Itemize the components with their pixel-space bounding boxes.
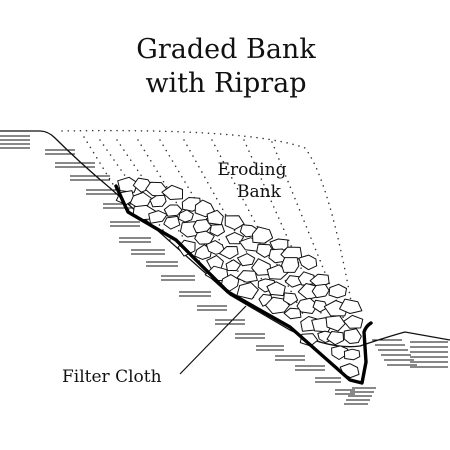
riprap-stone bbox=[218, 246, 239, 260]
riprap-stone bbox=[225, 231, 245, 245]
riprap-stone bbox=[148, 210, 168, 224]
riprap-stone bbox=[163, 215, 181, 230]
riprap-stone bbox=[297, 271, 315, 286]
riprap-stone bbox=[236, 282, 259, 300]
title-line-1: Graded Bank bbox=[136, 34, 316, 65]
riprap-stone bbox=[149, 194, 167, 208]
riprap-stone bbox=[343, 314, 364, 329]
riprap-stone bbox=[281, 257, 300, 273]
riprap-stone bbox=[224, 215, 245, 231]
riprap-stone bbox=[328, 283, 347, 299]
eroding-bank-outline bbox=[61, 129, 355, 319]
title-line-2: with Riprap bbox=[145, 68, 306, 99]
riprap-stone bbox=[206, 209, 224, 226]
riprap-stone bbox=[343, 328, 362, 344]
riprap-stone bbox=[312, 299, 328, 313]
riprap-stone bbox=[325, 315, 346, 332]
riprap-stone bbox=[178, 209, 194, 223]
ground-hatching bbox=[0, 135, 448, 405]
riprap-stone bbox=[298, 254, 318, 271]
riprap-stone bbox=[343, 348, 361, 361]
riprap-stones bbox=[115, 176, 364, 379]
riprap-stone bbox=[339, 298, 363, 314]
riprap-stone bbox=[209, 224, 225, 237]
riprap-stone bbox=[236, 270, 258, 283]
riprap-stone bbox=[252, 226, 274, 244]
filter-cloth-line bbox=[114, 184, 373, 385]
riprap-stone bbox=[266, 281, 286, 297]
eroding-bank-dotted-line bbox=[159, 139, 256, 301]
riprap-stone bbox=[331, 345, 349, 360]
filter-cloth-label: Filter Cloth bbox=[62, 367, 162, 387]
riprap-stone bbox=[161, 184, 183, 200]
riprap-stone bbox=[194, 199, 215, 218]
riprap-stone bbox=[237, 253, 256, 267]
riprap-stone bbox=[283, 292, 299, 306]
riprap-stone bbox=[326, 331, 345, 346]
riprap-stone bbox=[145, 181, 167, 197]
riprap-stone bbox=[283, 307, 302, 320]
eroding-label-line-1: Eroding bbox=[218, 160, 287, 180]
filter-cloth-leader-line bbox=[179, 305, 247, 375]
eroding-label-line-2: Bank bbox=[237, 182, 282, 202]
riprap-stone bbox=[163, 204, 183, 217]
eroding-bank-dotted-line bbox=[271, 141, 346, 323]
riprap-stone bbox=[225, 259, 241, 272]
